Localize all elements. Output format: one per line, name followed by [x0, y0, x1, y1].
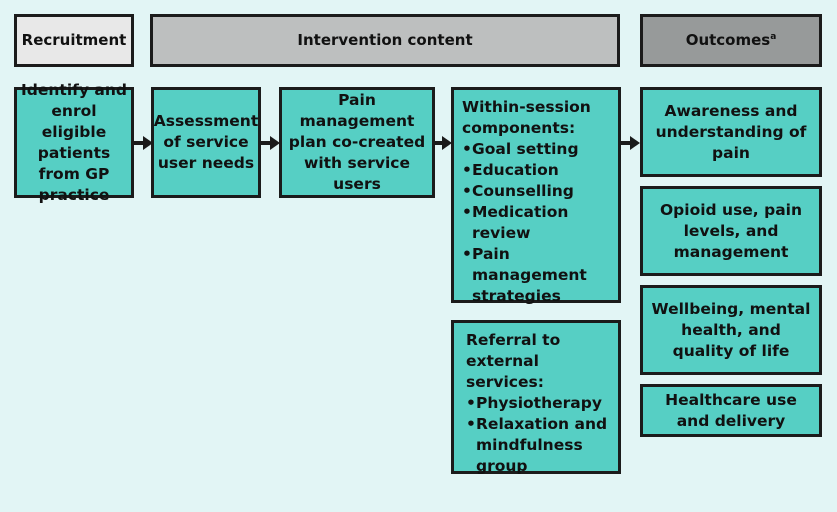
referral-box: Referral to external services: Physiothe… — [451, 320, 621, 477]
within-session-box: Within-session components: Goal setting … — [451, 87, 621, 305]
recruit-box-text: Identify and enrol eligible patients fro… — [21, 80, 127, 204]
referral-list: Physiotherapy Relaxation and mindfulness… — [466, 393, 610, 477]
arrow-right-icon — [434, 136, 452, 150]
outcome-box-opioid: Opioid use, pain levels, and management — [640, 186, 822, 276]
list-item: Medication review — [462, 202, 610, 244]
outcome-box-awareness: Awareness and understanding of pain — [640, 87, 822, 177]
outcome-healthcare-text: Healthcare use and delivery — [665, 390, 797, 430]
arrow-right-icon — [620, 136, 640, 150]
outcome-box-healthcare: Healthcare use and delivery — [640, 384, 822, 437]
outcome-opioid-text: Opioid use, pain levels, and management — [660, 200, 802, 261]
arrow-right-icon — [133, 136, 153, 150]
assessment-box-text: Assessment of service user needs — [153, 112, 259, 172]
assessment-box: Assessment of service user needs — [151, 87, 261, 198]
header-recruitment-label: Recruitment — [21, 31, 127, 49]
header-outcomes-superscript: a — [770, 32, 777, 42]
recruit-box: Identify and enrol eligible patients fro… — [14, 81, 134, 204]
header-recruitment: Recruitment — [14, 14, 134, 67]
header-intervention-label: Intervention content — [297, 31, 473, 49]
plan-box-text: Pain management plan co-created with ser… — [288, 91, 426, 193]
outcome-awareness-text: Awareness and understanding of pain — [655, 101, 807, 162]
list-item: Physiotherapy — [466, 393, 610, 414]
header-outcomes: Outcomesa — [640, 14, 822, 67]
list-item: Goal setting — [462, 139, 610, 160]
outcome-wellbeing-text: Wellbeing, mental health, and quality of… — [651, 299, 811, 360]
list-item: Counselling — [462, 181, 610, 202]
plan-box: Pain management plan co-created with ser… — [279, 87, 435, 198]
header-outcomes-label: Outcomesa — [685, 31, 777, 49]
list-item: Pain management strategies — [462, 244, 610, 307]
header-intervention: Intervention content — [150, 14, 620, 67]
list-item: Education — [462, 160, 610, 181]
referral-title: Referral to external services: — [466, 331, 561, 391]
list-item: Relaxation and mindfulness group — [466, 414, 610, 477]
within-session-title: Within-session components: — [462, 98, 591, 137]
arrow-right-icon — [260, 136, 280, 150]
outcome-box-wellbeing: Wellbeing, mental health, and quality of… — [640, 285, 822, 375]
within-session-list: Goal setting Education Counselling Medic… — [462, 139, 610, 307]
